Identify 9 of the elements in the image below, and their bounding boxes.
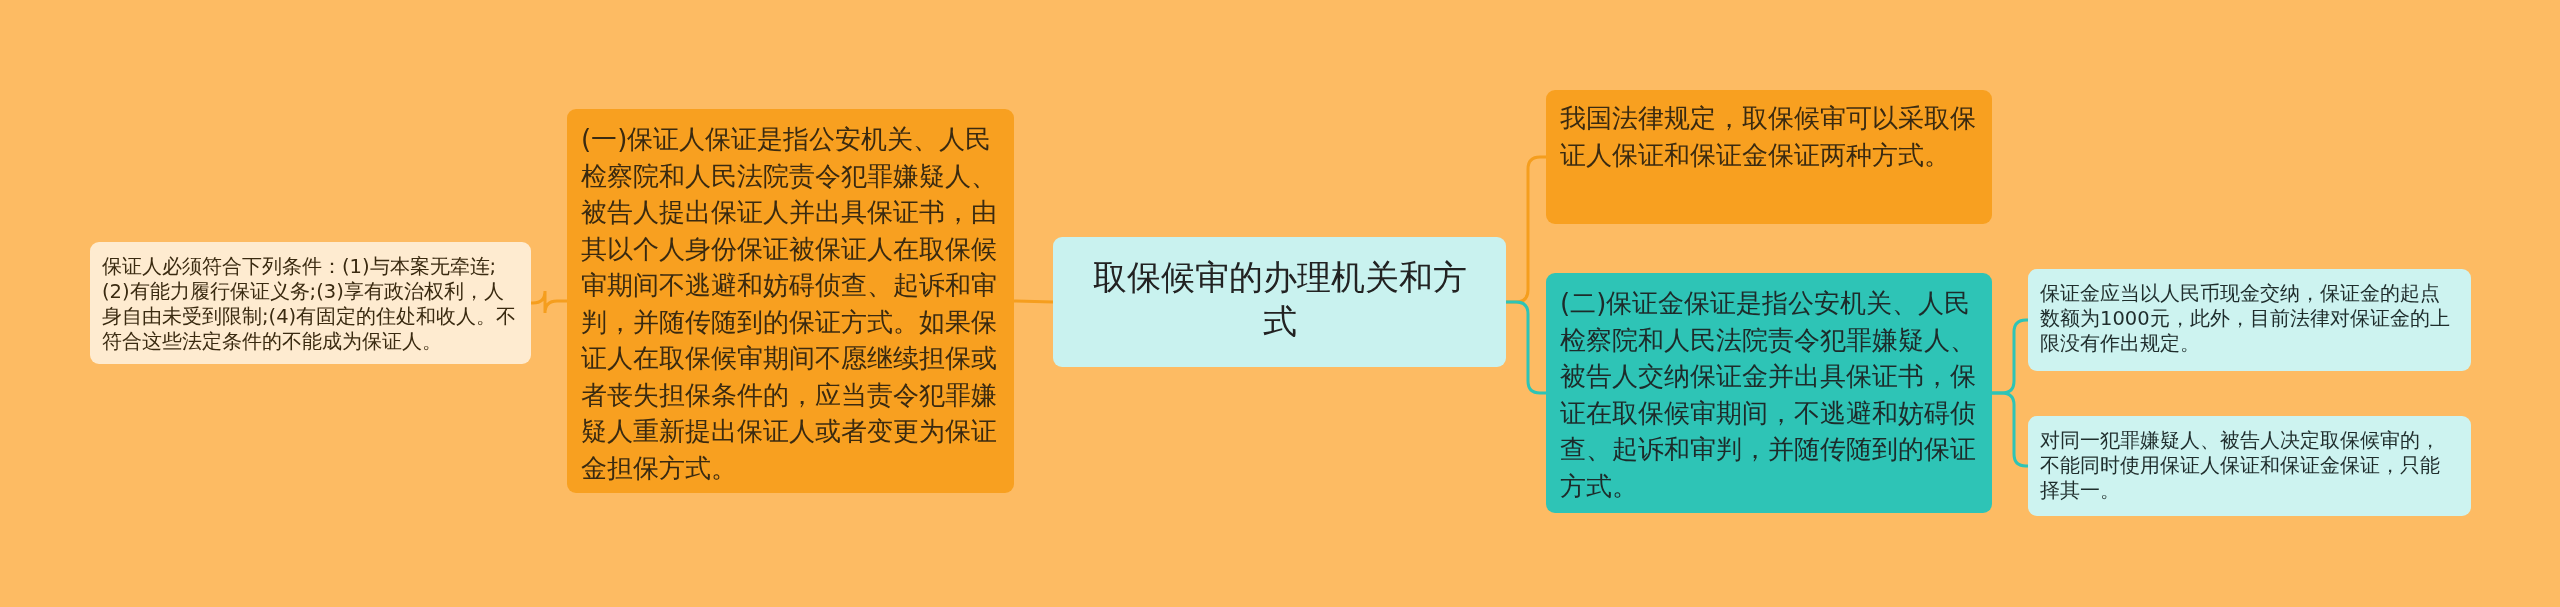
detail-box: 对同一犯罪嫌疑人、被告人决定取保候审的，不能同时使用保证人保证和保证金保证，只能择其一。 — [2028, 416, 2471, 516]
branch-box: 我国法律规定，取保候审可以采取保证人保证和保证金保证两种方式。 — [1546, 90, 1992, 224]
topic-box: 取保候审的办理机关和方式 — [1053, 237, 1506, 367]
connector-line — [530, 289, 567, 315]
detail-box: 保证人必须符合下列条件：(1)与本案无牵连;(2)有能力履行保证义务;(3)享有政治权利，人身自由未受到限制;(4)有固定的住处和收人。不符合这些法定条件的不能成为保证人。 — [90, 242, 531, 364]
branch-box: (二)保证金保证是指公安机关、人民检察院和人民法院责令犯罪嫌疑人、被告人交纳保证金并出具保证书，保证在取保候审期间，不逃避和妨碍侦查、起诉和审判，并随传随到的保证方式。 — [1546, 273, 1992, 513]
detail-box: 保证金应当以人民币现金交纳，保证金的起点数额为1000元，此外，目前法律对保证金的上限没有作出规定。 — [2028, 269, 2471, 371]
branch-box: (一)保证人保证是指公安机关、人民检察院和人民法院责令犯罪嫌疑人、被告人提出保证人并出具保证书，由其以个人身份保证被保证人在取保候审期间不逃避和妨碍侦查、起诉和审判，并随传随到的保证方式。如果保证人在取保候审期间不愿继续担保或者丧失担保条件的，应当责令犯罪嫌疑人重新提出保证人或者变更为保证金担保方式。 — [567, 109, 1014, 493]
connector-line — [1013, 299, 1054, 304]
